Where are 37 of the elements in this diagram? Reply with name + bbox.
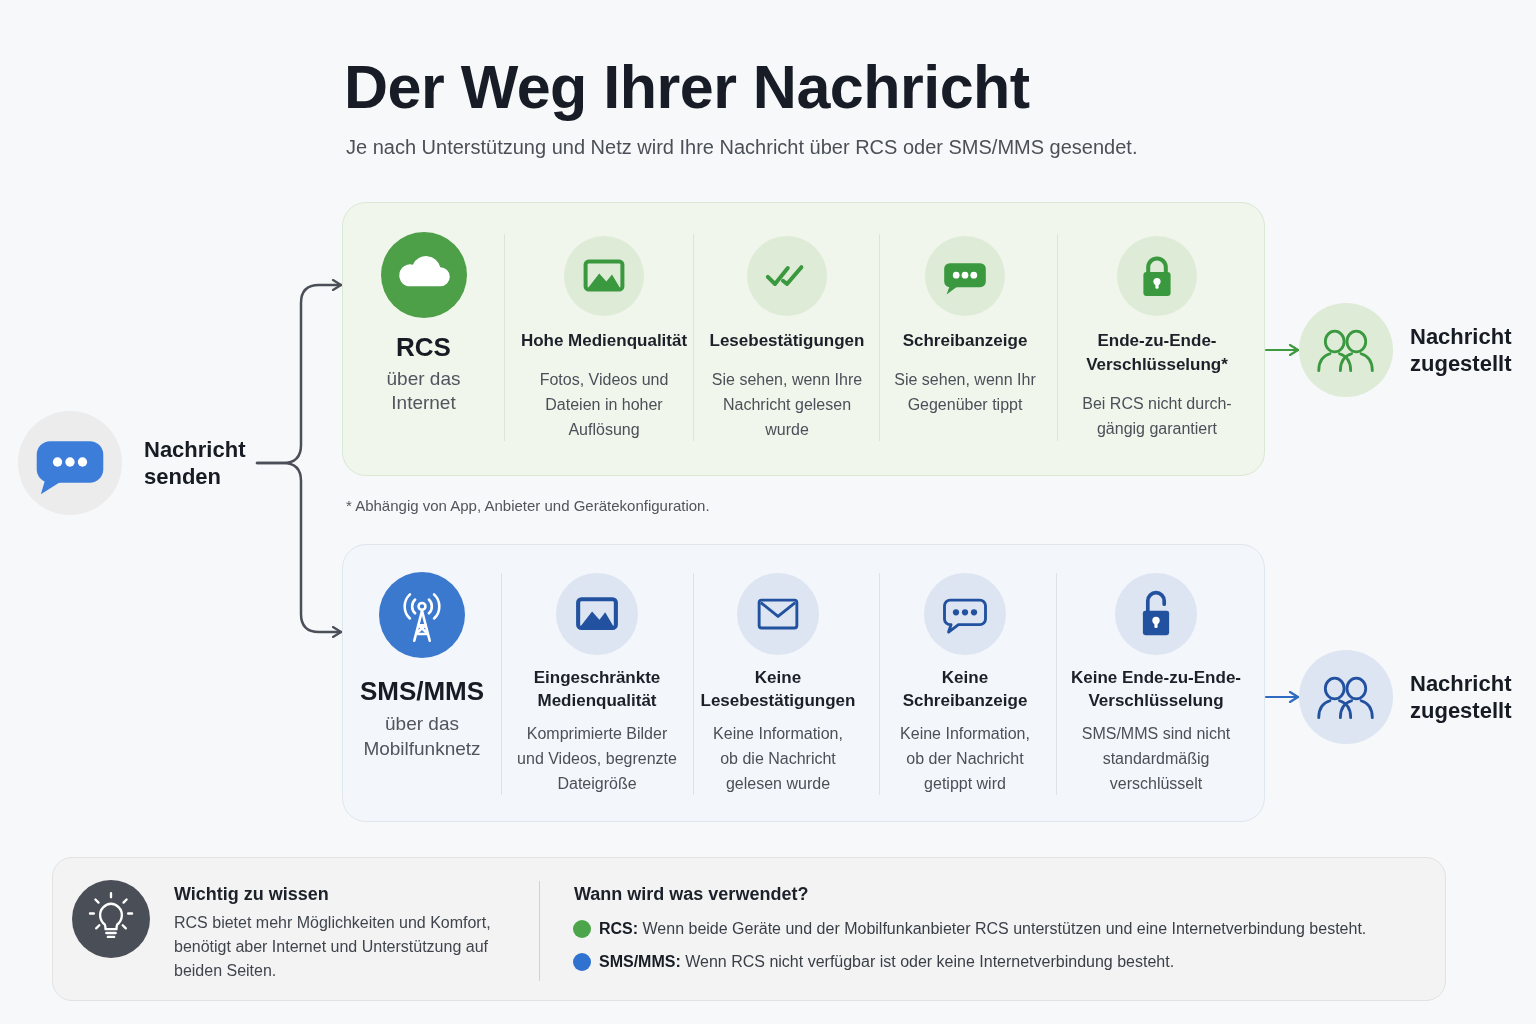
channel-subtitle: über das Mobilfunknetz (362, 712, 482, 761)
feature-panel (342, 202, 1265, 476)
feature-title: Lesebestätigungen (709, 330, 865, 352)
feature-title: Keine Lesebestätigungen (699, 667, 857, 712)
node-label: Nachricht senden (144, 436, 247, 490)
node-label: Nachricht zugestellt (1410, 670, 1513, 724)
connector-arrow (1264, 690, 1300, 704)
info-heading: Wichtig zu wissen (174, 883, 329, 906)
feature-panel (342, 544, 1265, 822)
feature-title: Schreibanzeige (902, 330, 1028, 352)
info-panel (52, 857, 1446, 1001)
legend-text: SMS/MMS: Wenn RCS nicht verfügbar ist oder keine Internetverbindung besteht. (599, 952, 1175, 972)
feature-description: Sie sehen, wenn Ihre Nachricht gelesen wurde (710, 370, 864, 440)
feature-description: Fotos, Videos und Dateien in hoher Auflösung (538, 370, 670, 440)
channel-title: RCS (396, 332, 451, 362)
feature-description: Keine Information, ob der Nachricht getippt wird (899, 724, 1031, 794)
feature-description: Bei RCS nicht durch-gängig garantiert (1081, 394, 1233, 439)
connector-arrow (1264, 343, 1300, 357)
feature-description: SMS/MMS sind nicht standardmäßig verschlüsselt (1080, 724, 1232, 794)
page-title: Der Weg Ihrer Nachricht (344, 52, 1030, 123)
feature-description: Keine Information, ob die Nachricht gelesen wurde (712, 724, 844, 794)
channel-subtitle: über das Internet (385, 367, 462, 415)
legend-text: RCS: Wenn beide Geräte und der Mobilfunkanbieter RCS unterstützen und eine Internetverbindung besteht. (599, 919, 1367, 939)
feature-title: Keine Schreibanzeige (901, 667, 1029, 712)
footnote: * Abhängig von App, Anbieter und Gerätekonfiguration. (346, 496, 710, 516)
info-text: RCS bietet mehr Möglichkeiten und Komfort, benötigt aber Internet und Unterstützung auf beiden Seiten. (174, 913, 492, 981)
subtitle: Je nach Unterstützung und Netz wird Ihre Nachricht über RCS oder SMS/MMS gesendet. (346, 135, 1138, 160)
feature-description: Sie sehen, wenn Ihr Gegenüber tippt (893, 370, 1037, 415)
feature-title: Hohe Medienqualität (520, 330, 688, 352)
feature-title: Eingeschränkte Medienqualität (532, 667, 662, 712)
feature-title: Ende-zu-Ende-Verschlüsselung* (1085, 330, 1229, 376)
feature-title: Keine Ende-zu-Ende-Verschlüsselung (1070, 667, 1242, 712)
channel-title: SMS/MMS (359, 676, 485, 706)
feature-description: Komprimierte Bilder und Videos, begrenzte Dateigröße (516, 724, 678, 794)
connector-arrow (255, 461, 343, 639)
info-heading: Wann wird was verwendet? (574, 883, 809, 906)
node-label: Nachricht zugestellt (1410, 323, 1513, 377)
